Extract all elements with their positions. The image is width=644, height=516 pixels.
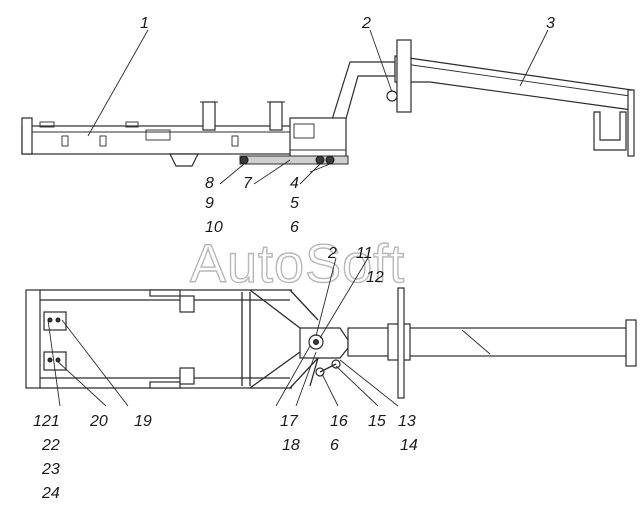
callout-8: 8 <box>205 175 214 192</box>
rear-crossmember <box>25 289 41 389</box>
front-leg <box>593 111 627 151</box>
hitch-node <box>299 327 349 359</box>
watermark: AutoSoft <box>190 234 405 294</box>
callout-4: 4 <box>290 175 299 192</box>
callout-22: 22 <box>41 437 60 454</box>
callout-12: 12 <box>366 269 384 286</box>
cross-bar <box>397 287 405 399</box>
callout-9: 9 <box>205 195 214 212</box>
arm-lower <box>249 351 301 389</box>
callout-1b: 1 <box>33 413 42 430</box>
front-plate <box>627 89 635 157</box>
callout-17: 17 <box>280 413 299 430</box>
callout-16: 16 <box>330 413 348 430</box>
callout-15: 15 <box>368 413 386 430</box>
callout-20: 20 <box>89 413 108 430</box>
callout-1: 1 <box>140 15 149 32</box>
callout-21: 21 <box>41 413 60 430</box>
leader-lines <box>47 29 549 407</box>
plan-view <box>25 287 637 399</box>
post-right <box>269 101 283 131</box>
callout-7: 7 <box>243 175 253 192</box>
pad-bottom <box>179 367 195 385</box>
callout-24: 24 <box>41 485 60 502</box>
eye-plate <box>625 319 637 367</box>
side-view <box>21 39 635 167</box>
pad-top <box>179 295 195 313</box>
callout-6b: 6 <box>330 437 339 454</box>
callout-11: 11 <box>356 245 373 262</box>
hitch-block <box>289 117 347 161</box>
rear-end-plate <box>21 117 33 155</box>
callout-labels: 1 2 3 8 7 4 9 5 10 6 2 11 12 1 21 20 19 … <box>33 15 555 502</box>
callout-10: 10 <box>205 219 223 236</box>
lock-plate-top <box>43 311 67 331</box>
callout-13: 13 <box>398 413 416 430</box>
callout-6a: 6 <box>290 219 299 236</box>
callout-19: 19 <box>134 413 152 430</box>
arm-upper <box>249 289 301 329</box>
pin-2 <box>386 90 398 102</box>
drawbar-beam <box>394 55 633 111</box>
callout-18: 18 <box>282 437 300 454</box>
post-left <box>202 101 216 131</box>
callout-3: 3 <box>546 15 555 32</box>
callout-2: 2 <box>361 15 371 32</box>
callout-5: 5 <box>290 195 299 212</box>
underside-bracket <box>169 153 199 167</box>
bracket-top <box>149 289 181 297</box>
callout-23: 23 <box>41 461 60 478</box>
vertical-flange <box>396 39 412 113</box>
callout-2b: 2 <box>327 245 337 262</box>
callout-14: 14 <box>400 437 418 454</box>
bracket-bottom <box>149 381 181 389</box>
